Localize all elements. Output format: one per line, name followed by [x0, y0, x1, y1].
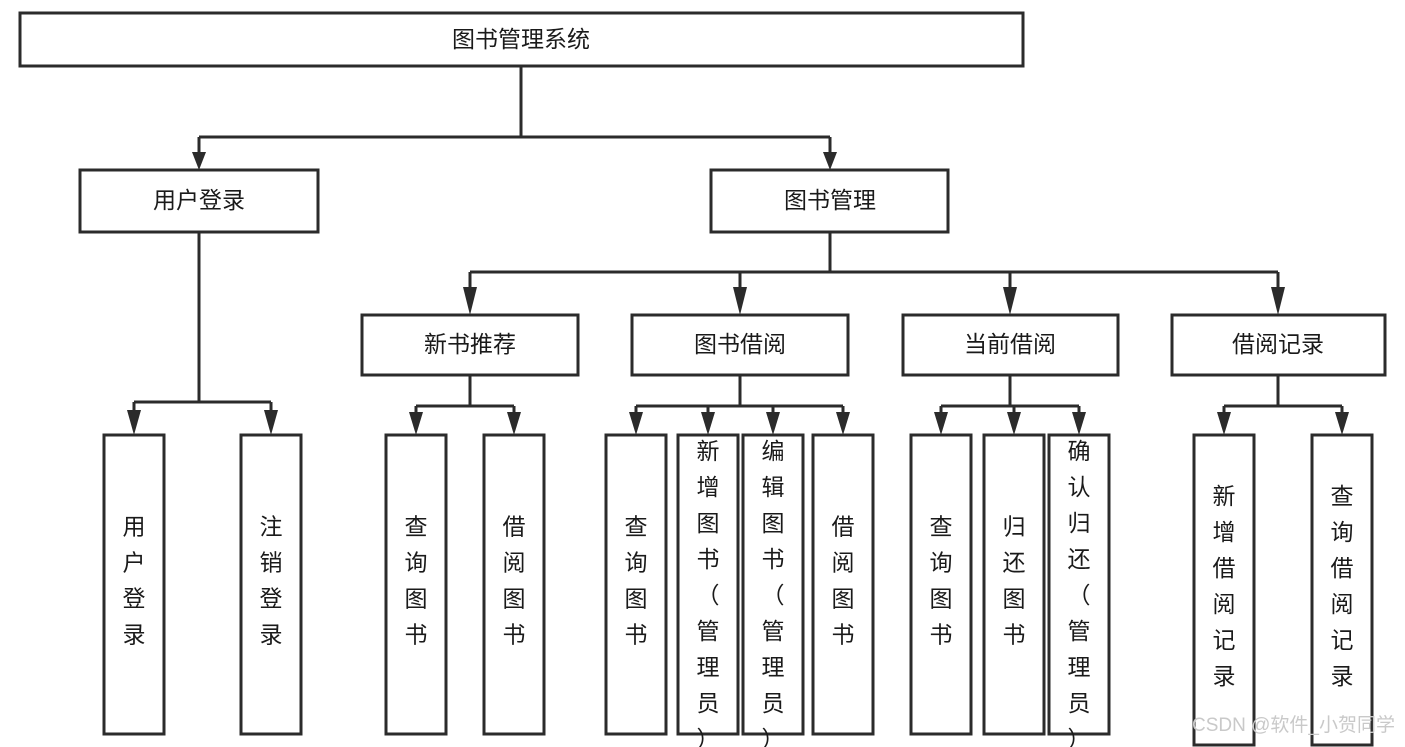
node-borrow-record-label: 借阅记录 — [1232, 331, 1324, 357]
connector-newbook-bus — [414, 375, 516, 414]
connector-userlogin-bus — [132, 232, 273, 412]
watermark-text: CSDN @软件_小贺同学 — [1192, 714, 1395, 736]
node-root[interactable]: 图书管理系统 — [18, 11, 1025, 68]
node-user-login[interactable]: 用户登录 — [78, 168, 320, 234]
node-leaf-confirm-return[interactable]: 确认归还（管理员） — [1047, 433, 1111, 747]
node-leaf-add-book-label: 新增图书（管理员） — [697, 438, 720, 747]
node-leaf-user-login[interactable]: 用户登录 — [102, 433, 166, 736]
node-book-borrow-label: 图书借阅 — [694, 331, 786, 357]
arrow-to-current-borrow — [1003, 287, 1017, 315]
node-leaf-borrow-book-1-label: 借阅图书 — [503, 514, 526, 648]
node-leaf-query-book-3-label: 查询图书 — [930, 514, 953, 648]
arrow-to-borrow-record — [1271, 287, 1285, 315]
connector-bookborrow-bus — [634, 375, 845, 414]
arrow-to-leaf-user-login — [127, 410, 141, 435]
node-leaf-user-login-label: 用户登录 — [123, 514, 146, 648]
node-leaf-return-book[interactable]: 归还图书 — [982, 433, 1046, 736]
node-leaf-query-record[interactable]: 查询借阅记录 — [1310, 433, 1374, 747]
connector-bookmanage-bus — [468, 232, 1280, 291]
node-new-book-rec[interactable]: 新书推荐 — [360, 313, 580, 377]
connector-borrowrecord-bus — [1222, 375, 1344, 414]
node-leaf-user-login-rect[interactable] — [102, 433, 166, 736]
node-book-manage-rect[interactable] — [709, 168, 950, 234]
node-leaf-edit-book[interactable]: 编辑图书（管理员） — [741, 433, 805, 747]
node-leaf-add-record-rect[interactable] — [1192, 433, 1256, 747]
arrow-to-leaf-borrow-book-2 — [836, 412, 850, 435]
node-leaf-query-book-2[interactable]: 查询图书 — [604, 433, 668, 736]
node-leaf-borrow-book-1-rect[interactable] — [482, 433, 546, 736]
node-leaf-query-book-2-label: 查询图书 — [625, 514, 648, 648]
node-leaf-return-book-rect[interactable] — [982, 433, 1046, 736]
node-current-borrow[interactable]: 当前借阅 — [901, 313, 1120, 377]
arrow-to-leaf-add-book — [701, 412, 715, 435]
node-leaf-query-book-2-rect[interactable] — [604, 433, 668, 736]
arrow-to-leaf-query-record — [1335, 412, 1349, 435]
node-leaf-borrow-book-2-rect[interactable] — [811, 433, 875, 736]
node-leaf-add-book[interactable]: 新增图书（管理员） — [676, 433, 740, 747]
node-leaf-return-book-label: 归还图书 — [1003, 514, 1026, 648]
node-leaf-edit-book-label: 编辑图书（管理员） — [762, 438, 785, 747]
node-root-rect[interactable] — [18, 11, 1025, 68]
node-user-login-label: 用户登录 — [153, 187, 245, 213]
arrow-to-book-borrow — [733, 287, 747, 315]
node-root-label: 图书管理系统 — [452, 26, 590, 52]
arrow-to-leaf-borrow-book-1 — [507, 412, 521, 435]
node-leaf-add-record-label: 新增借阅记录 — [1213, 483, 1236, 689]
arrow-to-new-book-rec — [463, 287, 477, 315]
arrow-to-leaf-return-book — [1007, 412, 1021, 435]
node-leaf-query-book-1-rect[interactable] — [384, 433, 448, 736]
arrow-to-leaf-confirm-return — [1072, 412, 1086, 435]
connector-currentborrow-bus — [939, 375, 1081, 414]
node-leaf-query-book-3-rect[interactable] — [909, 433, 973, 736]
arrow-to-user-login — [192, 152, 206, 170]
node-leaf-borrow-book-1[interactable]: 借阅图书 — [482, 433, 546, 736]
node-leaf-query-book-3[interactable]: 查询图书 — [909, 433, 973, 736]
node-leaf-query-book-1[interactable]: 查询图书 — [384, 433, 448, 736]
node-leaf-confirm-return-label: 确认归还（管理员） — [1068, 438, 1091, 747]
connector-root-bus — [197, 66, 832, 156]
arrow-to-leaf-query-book-2 — [629, 412, 643, 435]
arrow-to-leaf-add-record — [1217, 412, 1231, 435]
node-leaf-borrow-book-2[interactable]: 借阅图书 — [811, 433, 875, 736]
arrow-to-leaf-query-book-1 — [409, 412, 423, 435]
node-leaf-add-record[interactable]: 新增借阅记录 — [1192, 433, 1256, 747]
node-leaf-borrow-book-2-label: 借阅图书 — [832, 514, 855, 648]
node-book-manage-label: 图书管理 — [784, 187, 876, 213]
node-leaf-add-book-rect[interactable] — [676, 433, 740, 736]
node-current-borrow-rect[interactable] — [901, 313, 1120, 377]
node-new-book-rec-label: 新书推荐 — [424, 331, 516, 357]
leaf-node-group: 用户登录 注销登录 查询图书 借阅图书 查询图书 新增图书（管理员） 编辑图书（管理员） 借阅… — [102, 433, 1374, 747]
node-book-borrow-rect[interactable] — [630, 313, 850, 377]
arrow-to-leaf-user-logout — [264, 410, 278, 435]
node-new-book-rec-rect[interactable] — [360, 313, 580, 377]
connector-group — [127, 66, 1349, 435]
node-leaf-query-record-label: 查询借阅记录 — [1331, 483, 1354, 689]
node-book-manage[interactable]: 图书管理 — [709, 168, 950, 234]
arrow-to-leaf-query-book-3 — [934, 412, 948, 435]
node-leaf-query-book-1-label: 查询图书 — [405, 514, 428, 648]
node-leaf-query-record-rect[interactable] — [1310, 433, 1374, 747]
node-leaf-user-logout-label: 注销登录 — [260, 514, 283, 648]
node-leaf-confirm-return-rect[interactable] — [1047, 433, 1111, 736]
node-leaf-user-logout[interactable]: 注销登录 — [239, 433, 303, 736]
node-book-borrow[interactable]: 图书借阅 — [630, 313, 850, 377]
node-borrow-record[interactable]: 借阅记录 — [1170, 313, 1387, 377]
node-user-login-rect[interactable] — [78, 168, 320, 234]
arrow-to-book-manage — [823, 152, 837, 170]
node-borrow-record-rect[interactable] — [1170, 313, 1387, 377]
node-leaf-user-logout-rect[interactable] — [239, 433, 303, 736]
node-current-borrow-label: 当前借阅 — [964, 331, 1056, 357]
arrow-to-leaf-edit-book — [766, 412, 780, 435]
node-leaf-edit-book-rect[interactable] — [741, 433, 805, 736]
